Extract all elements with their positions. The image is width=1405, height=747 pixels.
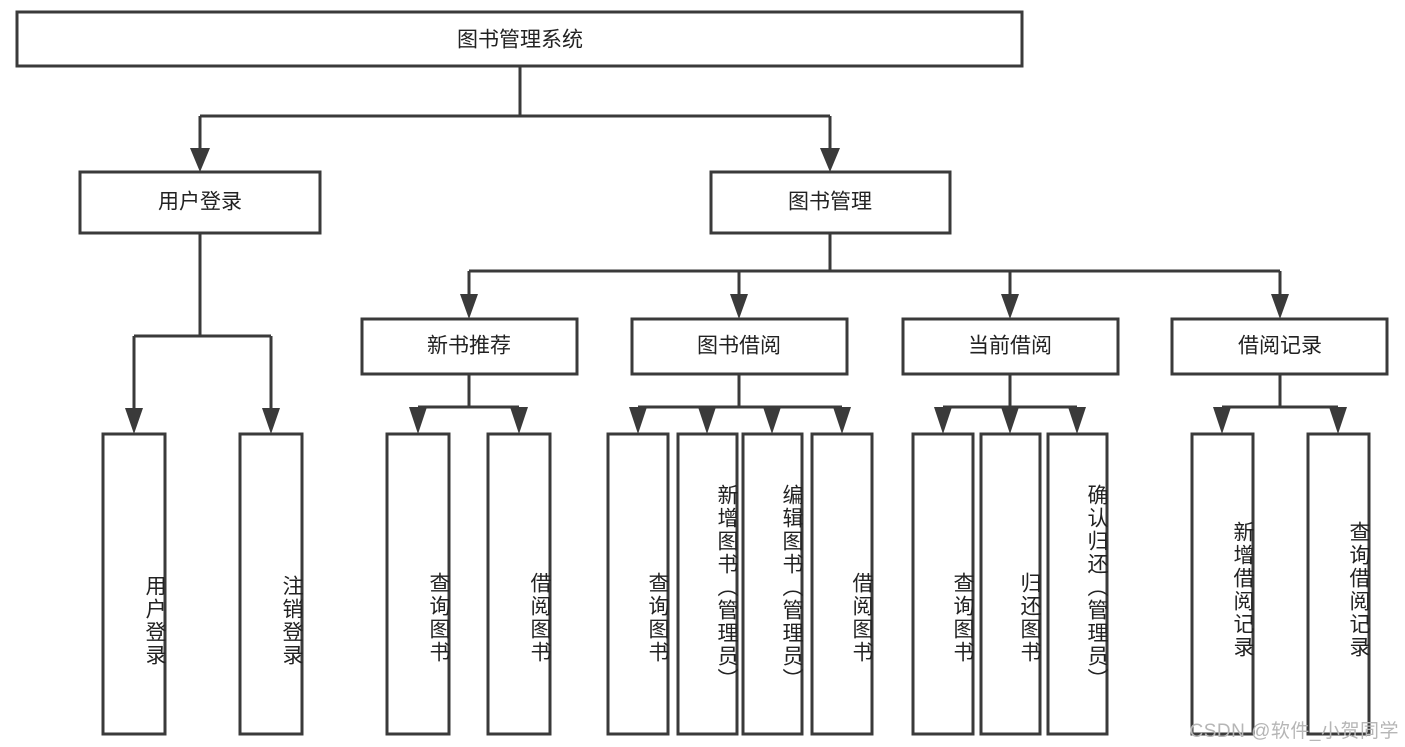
leaf-box-current-borrow-1[interactable] — [979, 432, 1042, 736]
node-current-borrow-label: 当前借阅 — [968, 335, 1052, 358]
edges-user-login-to-leaves — [125, 233, 280, 434]
leaf-box-book-borrow-3[interactable] — [810, 432, 874, 736]
arrow-user-login-leaf-1 — [262, 408, 280, 434]
node-book-manage[interactable]: 图书管理 — [709, 170, 952, 235]
arrow-book-borrow-leaf-1 — [698, 407, 716, 434]
node-book-borrow-box[interactable] — [630, 317, 849, 376]
leaf-box-book-borrow-0[interactable] — [606, 432, 670, 736]
node-borrow-record-label: 借阅记录 — [1238, 335, 1322, 358]
leaf-box-current-borrow-2[interactable] — [1046, 432, 1109, 736]
csdn-watermark: CSDN @软件_小贺同学 — [1189, 721, 1399, 742]
node-user-login-label: 用户登录 — [158, 191, 242, 214]
node-book-manage-box[interactable] — [709, 170, 952, 235]
leaf-box-new-book-0[interactable] — [385, 432, 451, 736]
node-user-login[interactable]: 用户登录 — [78, 170, 322, 235]
edges-book-manage-to-level2 — [460, 233, 1289, 319]
arrow-book-borrow-leaf-2 — [763, 407, 781, 434]
arrow-current-borrow-leaf-2 — [1068, 407, 1086, 434]
node-borrow-record-box[interactable] — [1170, 317, 1389, 376]
arrow-to-book-manage — [820, 148, 840, 172]
node-new-book-recommend[interactable]: 新书推荐 — [360, 317, 579, 376]
arrow-to-level2-1 — [730, 294, 748, 319]
leaf-box-borrow-record-0[interactable] — [1190, 432, 1255, 736]
node-root-label: 图书管理系统 — [457, 29, 583, 52]
leaf-box-book-borrow-2[interactable] — [741, 432, 804, 736]
node-current-borrow[interactable]: 当前借阅 — [901, 317, 1120, 376]
arrow-to-level2-0 — [460, 294, 478, 319]
leaf-box-current-borrow-0[interactable] — [911, 432, 975, 736]
leaf-box-borrow-record-1[interactable] — [1306, 432, 1371, 736]
node-new-book-recommend-label: 新书推荐 — [427, 335, 511, 358]
arrow-to-level2-3 — [1271, 294, 1289, 319]
node-borrow-record[interactable]: 借阅记录 — [1170, 317, 1389, 376]
node-new-book-recommend-box[interactable] — [360, 317, 579, 376]
arrow-book-borrow-leaf-0 — [629, 407, 647, 434]
leaf-box-new-book-1[interactable] — [486, 432, 552, 736]
edges-book-borrow-to-leaves — [629, 374, 851, 434]
leaf-box-book-borrow-1[interactable] — [676, 432, 739, 736]
arrow-borrow-record-leaf-1 — [1329, 407, 1347, 434]
arrow-to-level2-2 — [1001, 294, 1019, 319]
node-user-login-box[interactable] — [78, 170, 322, 235]
node-current-borrow-box[interactable] — [901, 317, 1120, 376]
leaf-box-user-login-1[interactable] — [238, 432, 304, 736]
node-book-borrow[interactable]: 图书借阅 — [630, 317, 849, 376]
arrow-user-login-leaf-0 — [125, 408, 143, 434]
edges-borrow-record-to-leaves — [1213, 374, 1347, 434]
leaf-box-user-login-0[interactable] — [101, 432, 167, 736]
arrow-current-borrow-leaf-0 — [934, 407, 952, 434]
arrow-new-book-leaf-1 — [510, 407, 528, 434]
arrow-to-user-login — [190, 148, 210, 172]
node-book-manage-label: 图书管理 — [788, 191, 872, 214]
edges-root-to-level1 — [190, 66, 840, 172]
arrow-new-book-leaf-0 — [409, 407, 427, 434]
edges-new-book-to-leaves — [409, 374, 528, 434]
node-book-borrow-label: 图书借阅 — [697, 335, 781, 358]
node-root[interactable]: 图书管理系统 — [15, 10, 1024, 68]
arrow-borrow-record-leaf-0 — [1213, 407, 1231, 434]
node-root-box[interactable] — [15, 10, 1024, 68]
arrow-book-borrow-leaf-3 — [833, 407, 851, 434]
arrow-current-borrow-leaf-1 — [1001, 407, 1019, 434]
edges-current-borrow-to-leaves — [934, 374, 1086, 434]
